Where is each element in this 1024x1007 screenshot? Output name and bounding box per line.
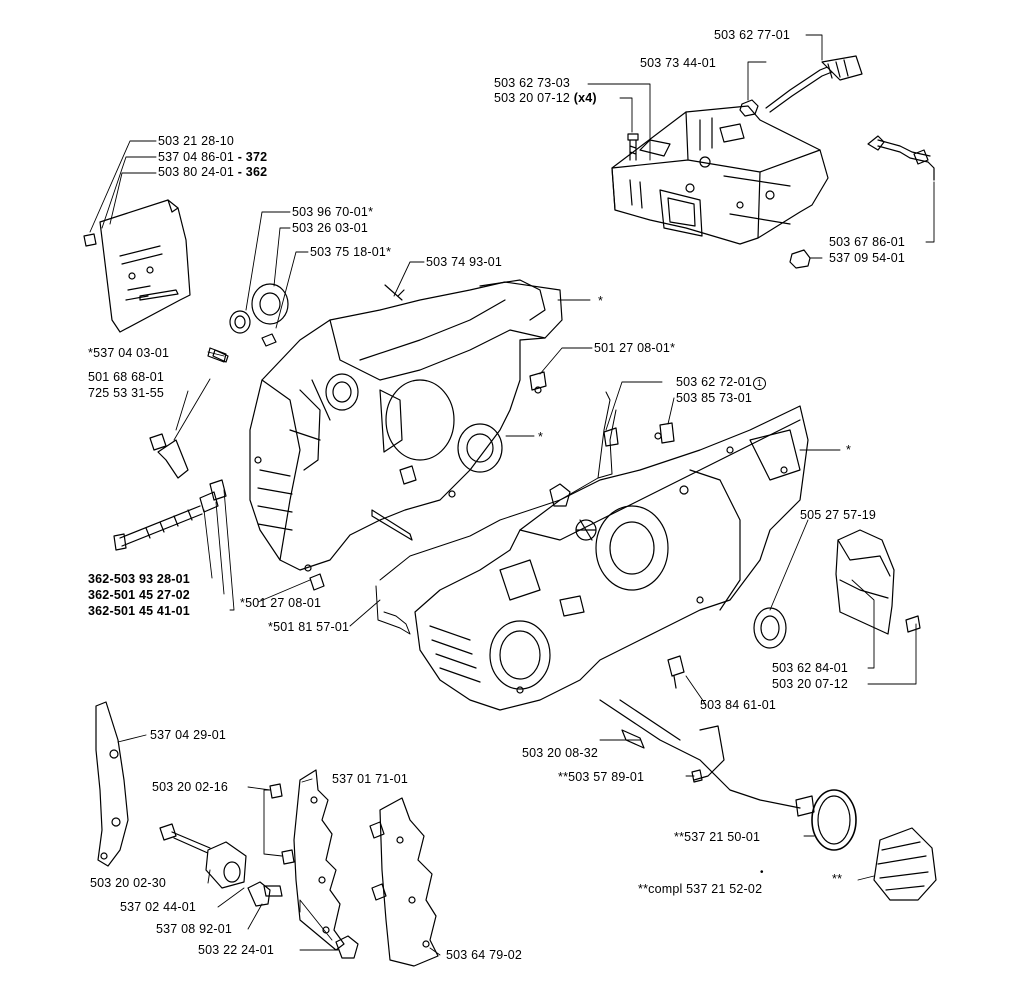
model-prefix: 362- [88,604,114,618]
part-label: 501 27 08-01* [594,341,676,355]
part-label: 503 20 08-32 [522,746,599,760]
part-label: 505 27 57-19 [800,508,877,522]
part-label: 503 26 03-01 [292,221,369,235]
part-number: 503 20 07-12 [494,91,571,105]
crankcase-right-drawing [414,405,809,711]
part-label: **compl 537 21 52-02 [638,882,763,896]
bolt-drawing [113,347,227,551]
part-number: 537 04 86-01 [158,150,235,164]
tank-bracket-drawing [611,55,935,269]
part-label: 503 96 70-01* [292,205,374,219]
part-label: 503 20 02-16 [152,780,229,794]
part-label: 503 84 61-01 [700,698,777,712]
part-label: 503 20 02-30 [90,876,167,890]
part-label: 503 20 07-12 (x4) [494,91,597,105]
part-label: 362-501 45 41-01 [88,604,190,618]
part-label: 503 67 86-01 [829,235,906,249]
part-label: *537 04 03-01 [88,346,170,360]
part-label: 362-501 45 27-02 [88,588,190,602]
part-label: 503 75 18-01* [310,245,392,259]
leader-lines [89,34,935,956]
part-label: 537 02 44-01 [120,900,197,914]
part-label: *501 27 08-01 [240,596,322,610]
part-number: 503 93 28-01 [113,572,190,586]
part-label: 725 53 31-55 [88,386,165,400]
part-label: 503 85 73-01 [676,391,753,405]
part-label: 503 62 77-01 [714,28,791,42]
part-number: 503 80 24-01 [158,165,235,179]
part-label: *501 81 57-01 [268,620,350,634]
reference-star: * [538,430,544,444]
cap-drawing [599,699,937,901]
reference-star: ** [832,872,843,886]
part-label: 537 09 54-01 [829,251,906,265]
part-label: 503 20 07-12 [772,677,849,691]
part-label: 503 80 24-01 - 362 [158,165,267,179]
quantity-note: (x4) [573,91,597,105]
bearing-drawing [212,283,289,363]
reference-star: * [846,443,852,457]
crankcase-left-drawing [249,279,563,591]
part-label: 503 22 24-01 [198,943,275,957]
part-label: 362-503 93 28-01 [88,572,190,586]
part-number: 501 45 41-01 [113,604,190,618]
part-label: 503 62 84-01 [772,661,849,675]
part-label: **503 57 89-01 [558,770,645,784]
reference-star: * [598,294,604,308]
part-label: 537 01 71-01 [332,772,409,786]
part-label: 503 74 93-01 [426,255,503,269]
part-label: 503 62 73-03 [494,76,571,90]
model-note: - 362 [237,165,268,179]
model-note: - 372 [237,150,268,164]
part-label: 501 68 68-01 [88,370,165,384]
part-number: 501 45 27-02 [113,588,190,602]
part-label: 503 73 44-01 [640,56,717,70]
dot-mark: • [760,867,764,878]
chain-guide-drawing [95,701,439,967]
model-prefix: 362- [88,588,114,602]
part-label: 503 21 28-10 [158,134,235,148]
part-label: 537 04 29-01 [150,728,227,742]
part-label: 503 64 79-02 [446,948,523,962]
part-label: 537 08 92-01 [156,922,233,936]
deflector-plate-drawing [83,199,191,333]
circled-note: 1 [753,377,767,390]
model-prefix: 362- [88,572,114,586]
part-number: 503 62 72-01 [676,375,753,389]
part-label: **537 21 50-01 [674,830,761,844]
cover-drawing [667,529,921,689]
part-label: 537 04 86-01 - 372 [158,150,267,164]
